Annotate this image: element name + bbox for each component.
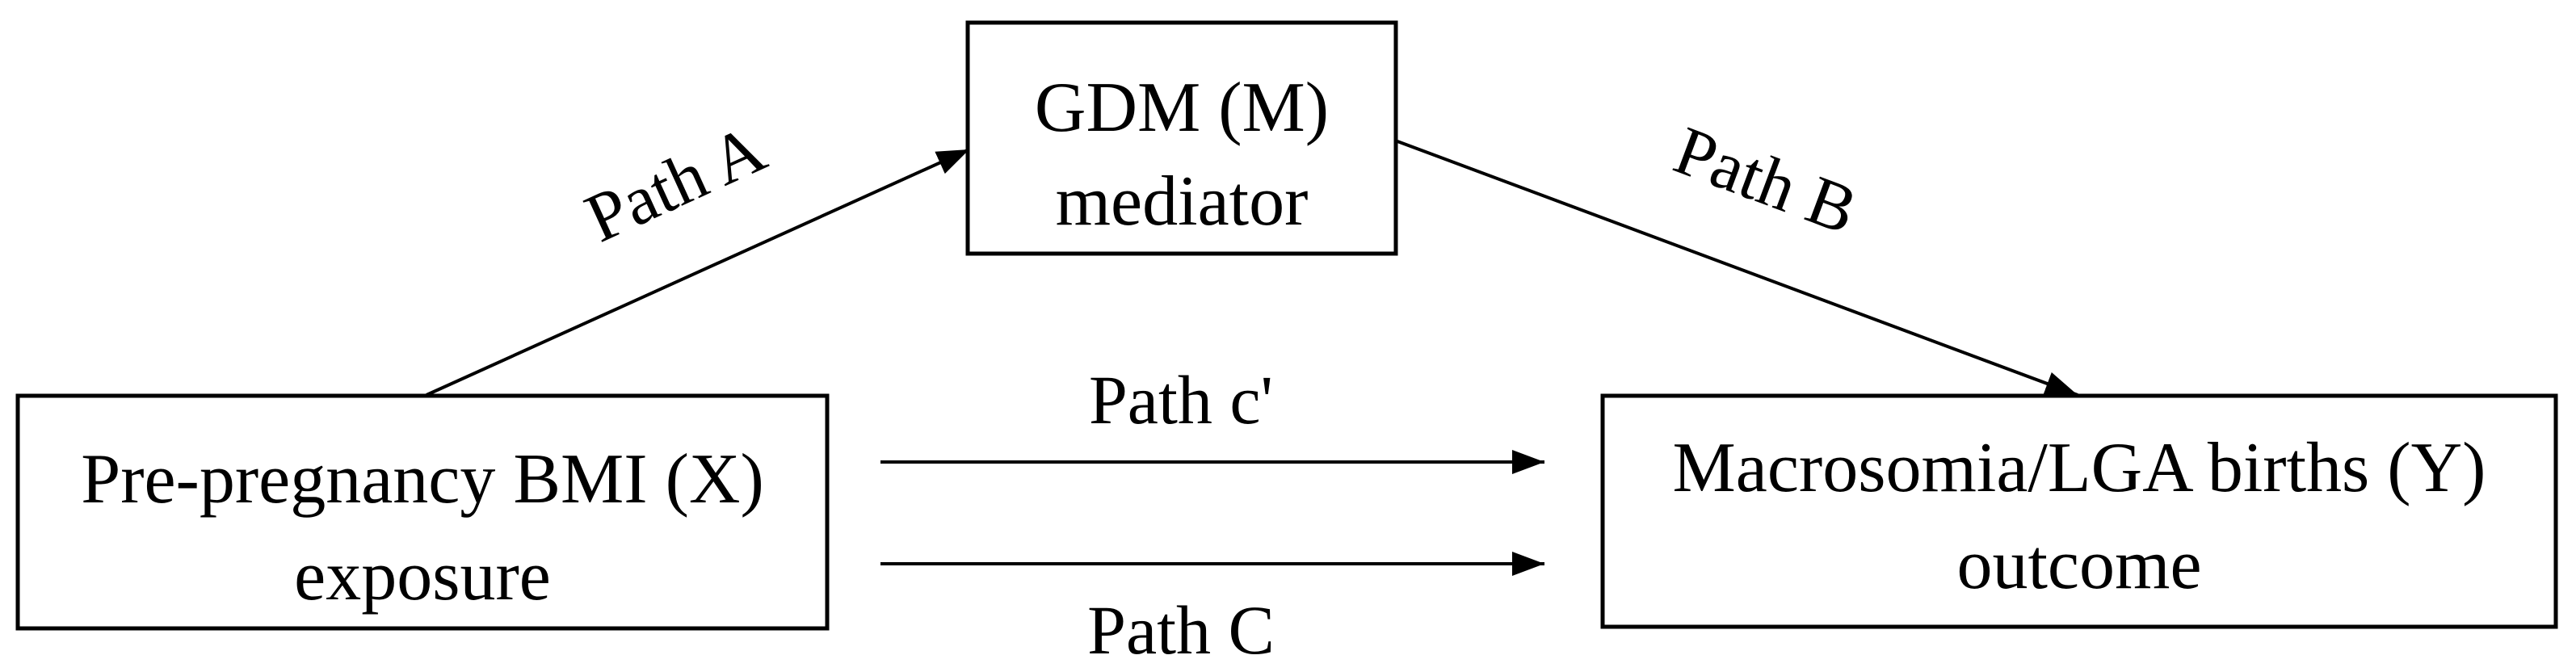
path-a-label: Path A (574, 109, 777, 257)
path-a-arrow (426, 148, 970, 397)
outcome-role: outcome (1956, 526, 2201, 604)
path-b-label: Path B (1665, 111, 1868, 249)
outcome-box (1600, 393, 2558, 629)
mediator-role: mediator (1056, 162, 1309, 241)
exposure-node: Pre-pregnancy BMI (X) exposure (15, 393, 830, 631)
path-c-prime-label: Path c' (1089, 361, 1273, 439)
mediator-node: GDM (M) mediator (965, 20, 1398, 256)
exposure-title: Pre-pregnancy BMI (X) (81, 440, 764, 519)
exposure-box (15, 393, 830, 631)
mediator-title: GDM (M) (1035, 69, 1329, 147)
path-c-label: Path C (1087, 591, 1275, 669)
edges (426, 140, 2078, 576)
outcome-title: Macrosomia/LGA births (Y) (1673, 429, 2486, 507)
outcome-node: Macrosomia/LGA births (Y) outcome (1600, 393, 2558, 629)
mediator-box (965, 20, 1398, 256)
path-b-arrow (1397, 140, 2078, 397)
exposure-role: exposure (294, 537, 551, 615)
